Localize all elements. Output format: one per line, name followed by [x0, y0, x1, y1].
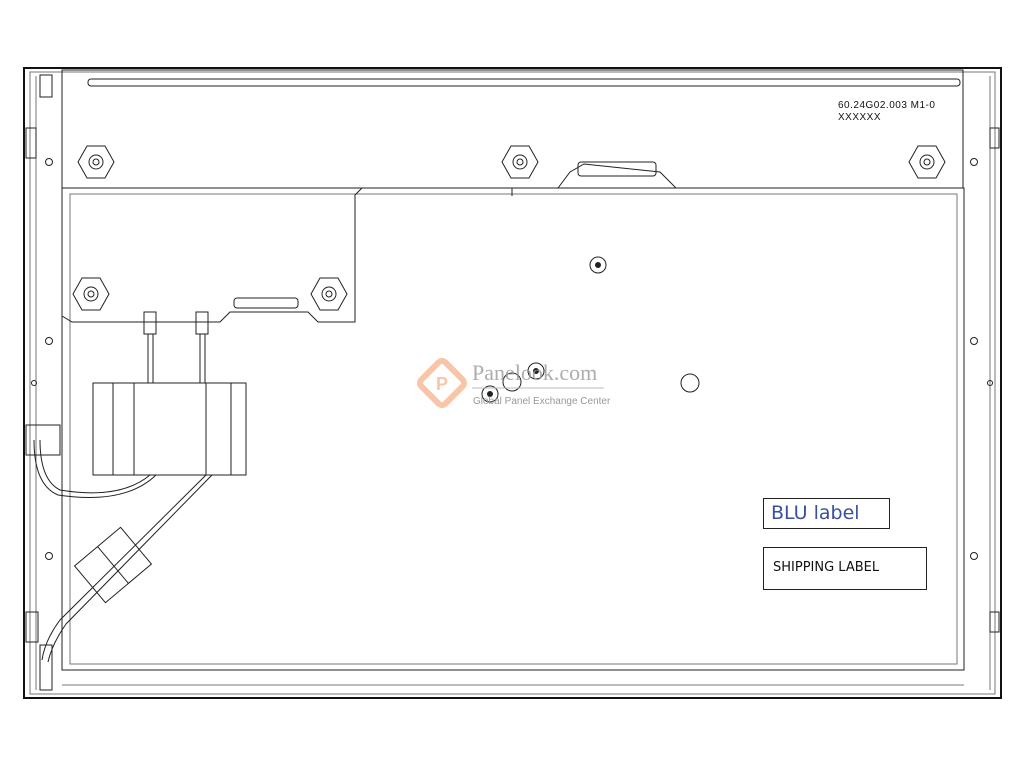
- panelook-logo-icon: P: [417, 358, 467, 408]
- shipping-label: SHIPPING LABEL: [763, 547, 927, 590]
- led-cables: [33, 311, 213, 663]
- part-number: 60.24G02.003 M1-0: [838, 100, 936, 111]
- inverter-block: [92, 382, 247, 476]
- watermark-tagline: Global Panel Exchange Center: [473, 396, 611, 407]
- watermark-site: Panelook.com: [472, 360, 598, 385]
- top-plate: [61, 69, 964, 323]
- led-connector: [233, 297, 299, 309]
- screw-bosses: [72, 145, 946, 311]
- blu-label-text: BLU label: [771, 502, 860, 524]
- svg-text:P: P: [436, 374, 448, 394]
- blu-label: BLU label: [763, 498, 890, 529]
- small-screws: [481, 256, 700, 403]
- top-slot: [87, 78, 961, 87]
- back-cover: [61, 187, 965, 671]
- main-connector: [577, 161, 657, 177]
- serial-number: XXXXXX: [838, 112, 882, 123]
- outer-frame: [23, 67, 1002, 699]
- side-holes: [31, 158, 993, 560]
- shipping-label-text: SHIPPING LABEL: [773, 560, 880, 575]
- ferrite-core: [73, 526, 153, 604]
